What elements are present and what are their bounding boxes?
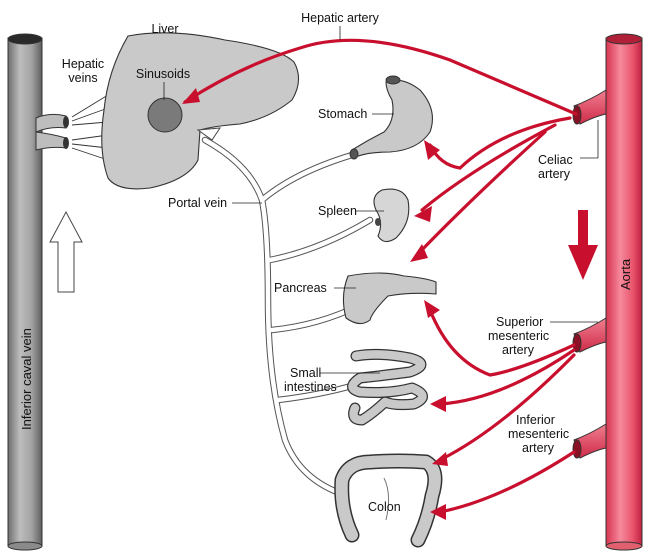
inferior-mesenteric-label-2: mesenteric bbox=[508, 427, 569, 441]
small-intestines-label-2: intestines bbox=[284, 380, 337, 394]
aorta-branches bbox=[572, 89, 607, 459]
hepatic-veins-label-1: Hepatic bbox=[62, 57, 104, 71]
colon-label: Colon bbox=[368, 500, 401, 514]
spleen: Spleen bbox=[318, 188, 410, 243]
aorta-label: Aorta bbox=[618, 258, 633, 290]
arteries bbox=[182, 38, 578, 520]
upward-flow-arrow bbox=[49, 210, 83, 293]
hepatic-veins-label-2: veins bbox=[68, 71, 97, 85]
stomach: Stomach bbox=[318, 75, 433, 160]
small-intestines-label-1: Small bbox=[290, 366, 321, 380]
inferior-mesenteric-label-3: artery bbox=[522, 441, 555, 455]
pancreas: Pancreas bbox=[274, 272, 437, 325]
colon: Colon bbox=[334, 453, 443, 548]
stomach-label: Stomach bbox=[318, 107, 367, 121]
downward-flow-arrow bbox=[568, 210, 598, 280]
liver-label: Liver bbox=[151, 22, 178, 36]
small-intestines: Small intestines bbox=[284, 348, 428, 426]
spleen-label: Spleen bbox=[318, 204, 357, 218]
pancreas-label: Pancreas bbox=[274, 281, 327, 295]
inferior-caval-vein-label: Inferior caval vein bbox=[19, 328, 34, 430]
superior-mesenteric-label-1: Superior bbox=[496, 315, 543, 329]
superior-mesenteric-label-2: mesenteric bbox=[488, 329, 549, 343]
hepatic-artery-label: Hepatic artery bbox=[301, 11, 380, 25]
aorta: Aorta bbox=[605, 33, 643, 551]
hepatic-vein-stubs bbox=[35, 94, 109, 161]
celiac-artery-label-1: Celiac bbox=[538, 153, 573, 167]
superior-mesenteric-label-3: artery bbox=[502, 343, 535, 357]
liver: Liver Sinusoids bbox=[101, 22, 300, 190]
inferior-mesenteric-label-1: Inferior bbox=[516, 413, 555, 427]
inferior-caval-vein: Inferior caval vein bbox=[7, 33, 43, 551]
sinusoids-label: Sinusoids bbox=[136, 67, 190, 81]
portal-vein-label: Portal vein bbox=[168, 196, 227, 210]
celiac-artery-label-2: artery bbox=[538, 167, 571, 181]
